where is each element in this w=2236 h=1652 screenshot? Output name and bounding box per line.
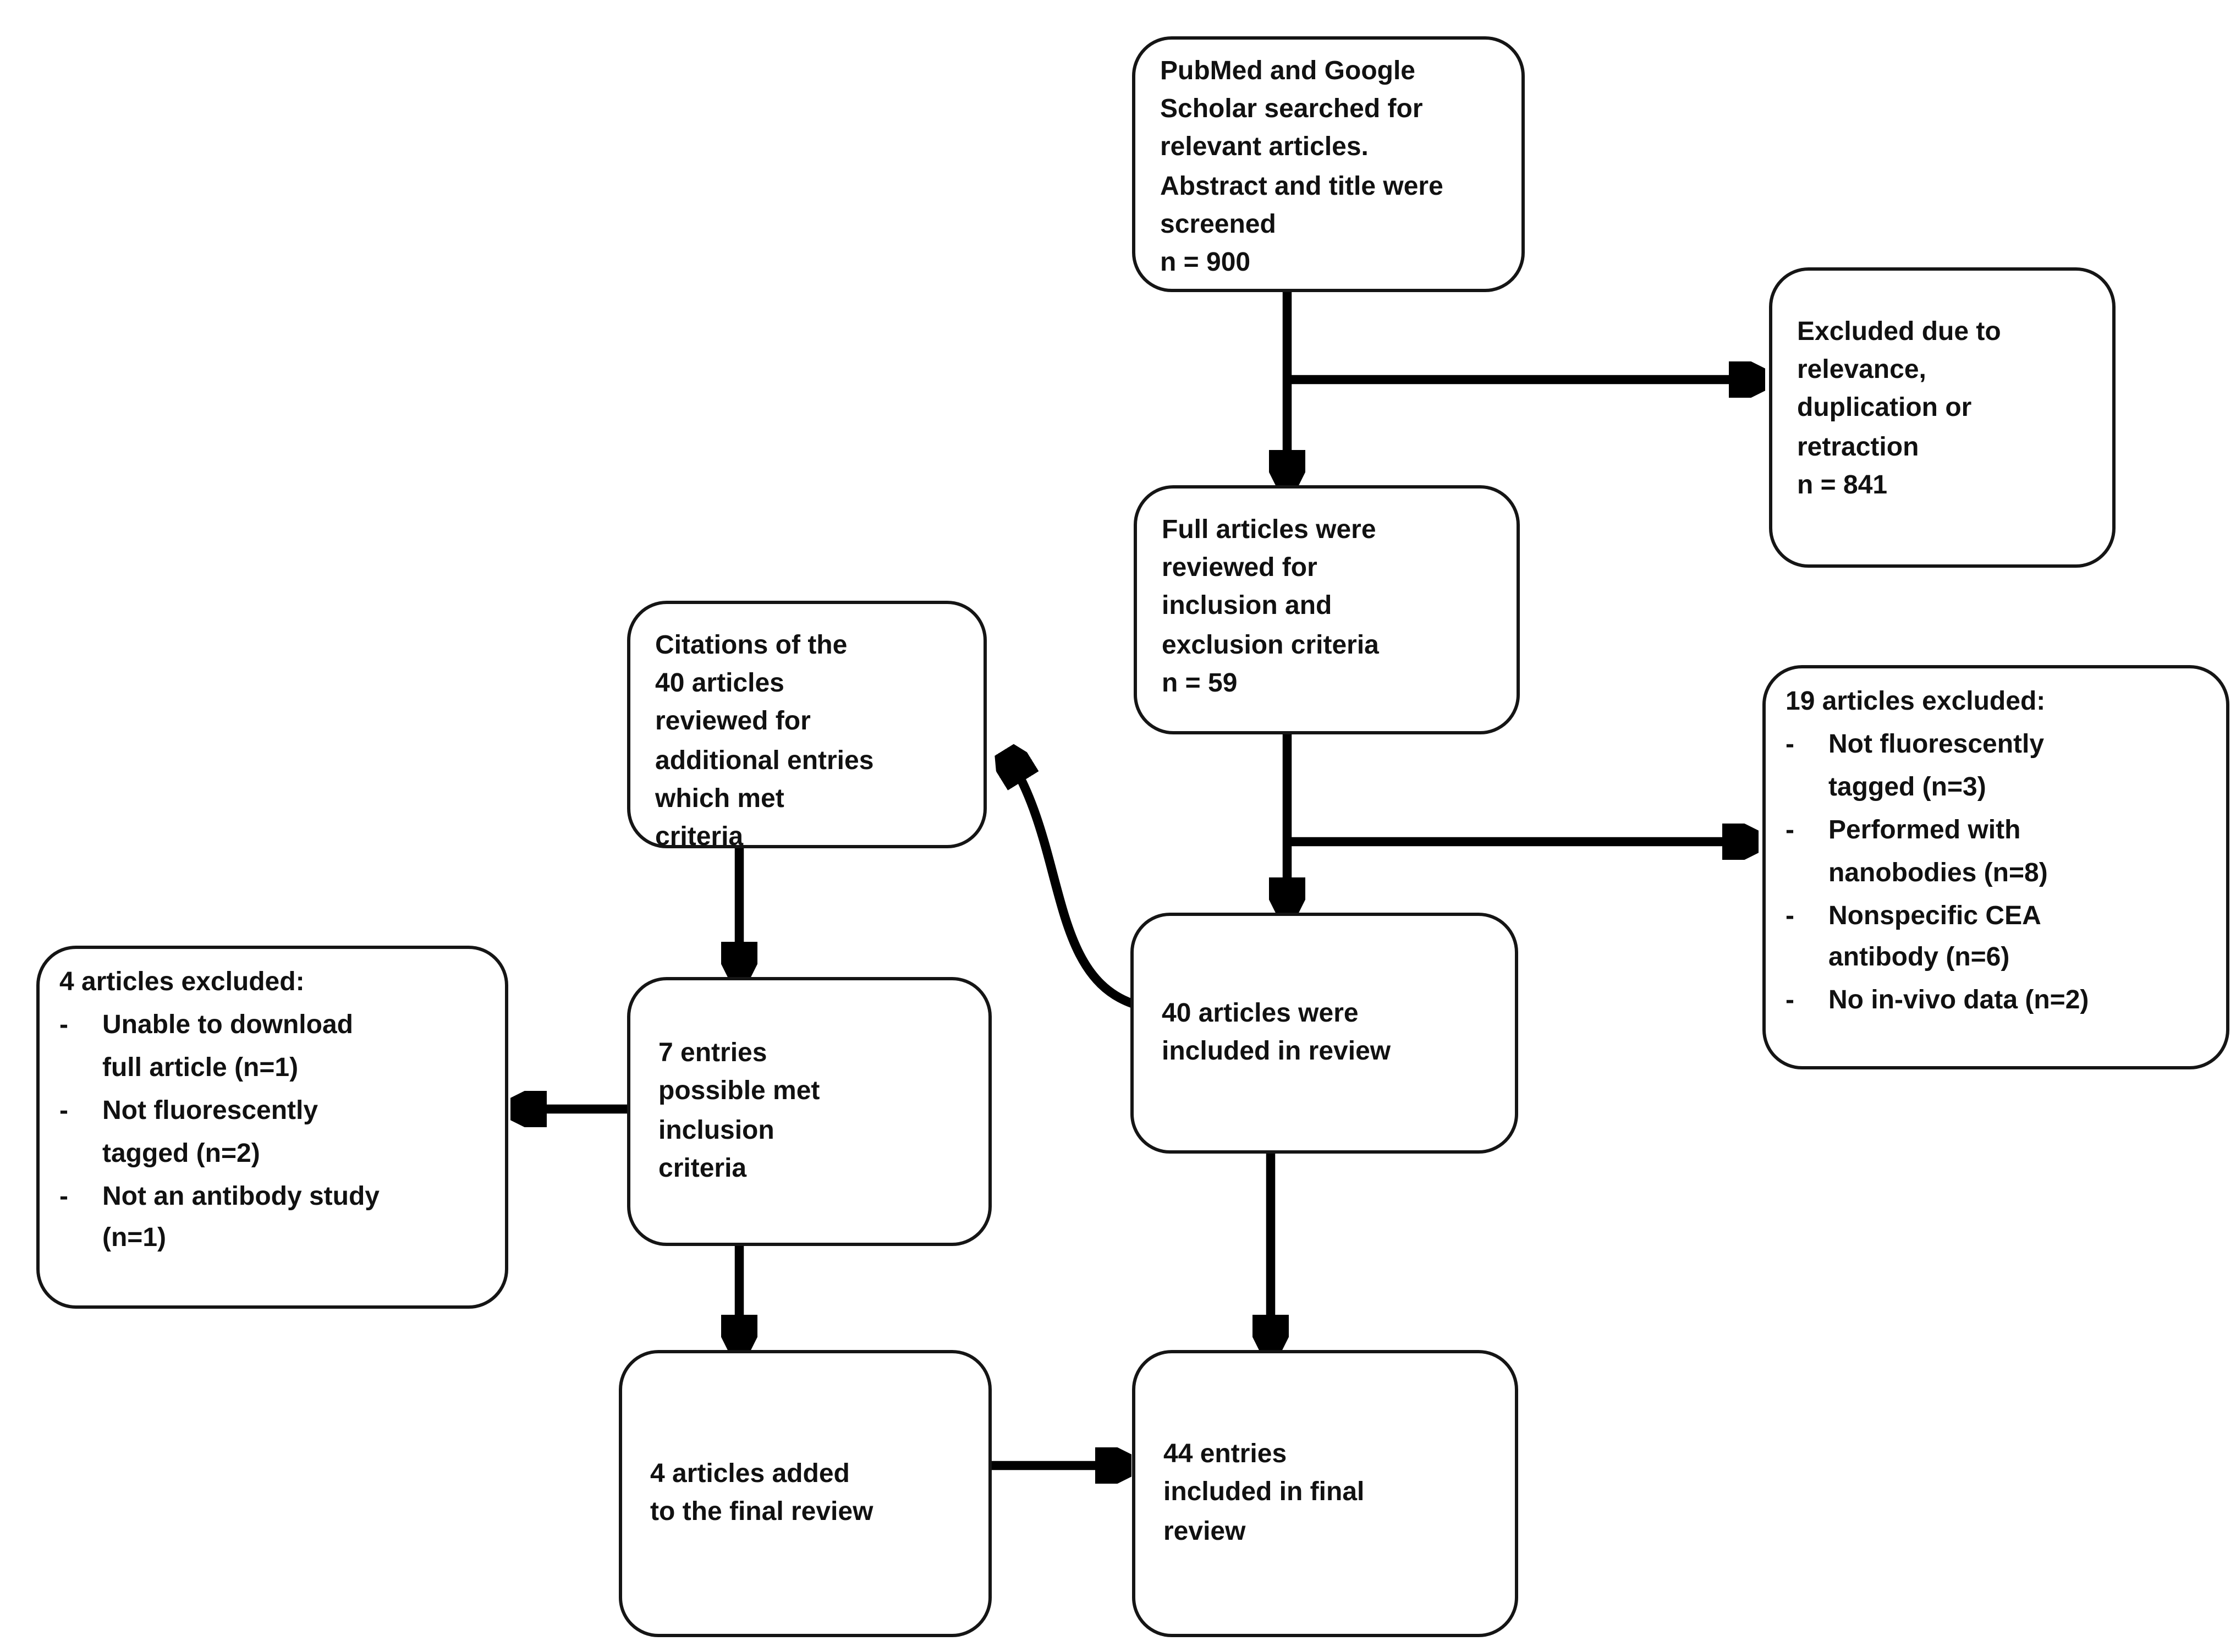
bullet-dash: - <box>1785 902 1794 930</box>
list-item: - Not fluorescently tagged (n=2) <box>59 1090 498 1176</box>
box-included-40-text: 40 articles were included in review <box>1162 1000 1391 1066</box>
list-item-text: Performed with nanobodies (n=8) <box>1828 816 2048 887</box>
bullet-dash: - <box>1785 987 1794 1016</box>
list-item-text: Nonspecific CEA antibody (n=6) <box>1828 902 2041 973</box>
box-citations: Citations of the 40 articles reviewed fo… <box>627 601 987 852</box>
box-entries-7: 7 entries possible met inclusion criteri… <box>627 977 992 1246</box>
box-excluded-19: 19 articles excluded: - Not fluorescentl… <box>1762 665 2229 1069</box>
box-search-n900: PubMed and Google Scholar searched for r… <box>1132 36 1525 292</box>
list-item-text: Unable to download full article (n=1) <box>102 1011 353 1083</box>
box-excluded-19-title: 19 articles excluded: <box>1785 688 2046 716</box>
list-item: - Unable to download full article (n=1) <box>59 1005 498 1090</box>
list-item-text: Not an antibody study (n=1) <box>102 1182 380 1254</box>
list-item: - Performed with nanobodies (n=8) <box>1785 810 2219 895</box>
box-excluded-841: Excluded due to relevance, duplication o… <box>1769 267 2116 568</box>
list-item: - No in-vivo data (n=2) <box>1785 981 2219 1024</box>
list-item: - Nonspecific CEA antibody (n=6) <box>1785 896 2219 981</box>
box-entries-7-text: 7 entries possible met inclusion criteri… <box>658 1040 820 1183</box>
box-excluded-4-title: 4 articles excluded: <box>59 969 305 997</box>
bullet-dash: - <box>1785 731 1794 759</box>
bullet-dash: - <box>1785 816 1794 845</box>
curved-arrow-included-40-to-citations <box>1010 759 1134 1008</box>
bullet-dash: - <box>59 1182 68 1211</box>
bullet-dash: - <box>59 1011 68 1040</box>
list-item: - Not fluorescently tagged (n=3) <box>1785 725 2219 810</box>
box-final-44-text: 44 entries included in final review <box>1163 1441 1365 1546</box>
list-item: - Not an antibody study (n=1) <box>59 1176 498 1261</box>
box-added-4-text: 4 articles added to the final review <box>650 1460 873 1527</box>
box-included-40: 40 articles were included in review <box>1130 913 1518 1154</box>
box-added-4: 4 articles added to the final review <box>619 1350 992 1637</box>
box-citations-text: Citations of the 40 articles reviewed fo… <box>655 632 874 852</box>
box-full-review-n59: Full articles were reviewed for inclusio… <box>1134 485 1520 734</box>
box-search-n900-text: PubMed and Google Scholar searched for r… <box>1160 58 1443 277</box>
box-excluded-841-text: Excluded due to relevance, duplication o… <box>1797 319 2001 500</box>
list-item-text: Not fluorescently tagged (n=3) <box>1828 731 2045 802</box>
box-full-review-n59-text: Full articles were reviewed for inclusio… <box>1162 517 1379 698</box>
box-final-44: 44 entries included in final review <box>1132 1350 1518 1637</box>
list-item-text: No in-vivo data (n=2) <box>1828 987 2089 1016</box>
list-item-text: Not fluorescently tagged (n=2) <box>102 1097 318 1168</box>
box-excluded-4: 4 articles excluded: - Unable to downloa… <box>36 946 508 1309</box>
bullet-dash: - <box>59 1097 68 1126</box>
